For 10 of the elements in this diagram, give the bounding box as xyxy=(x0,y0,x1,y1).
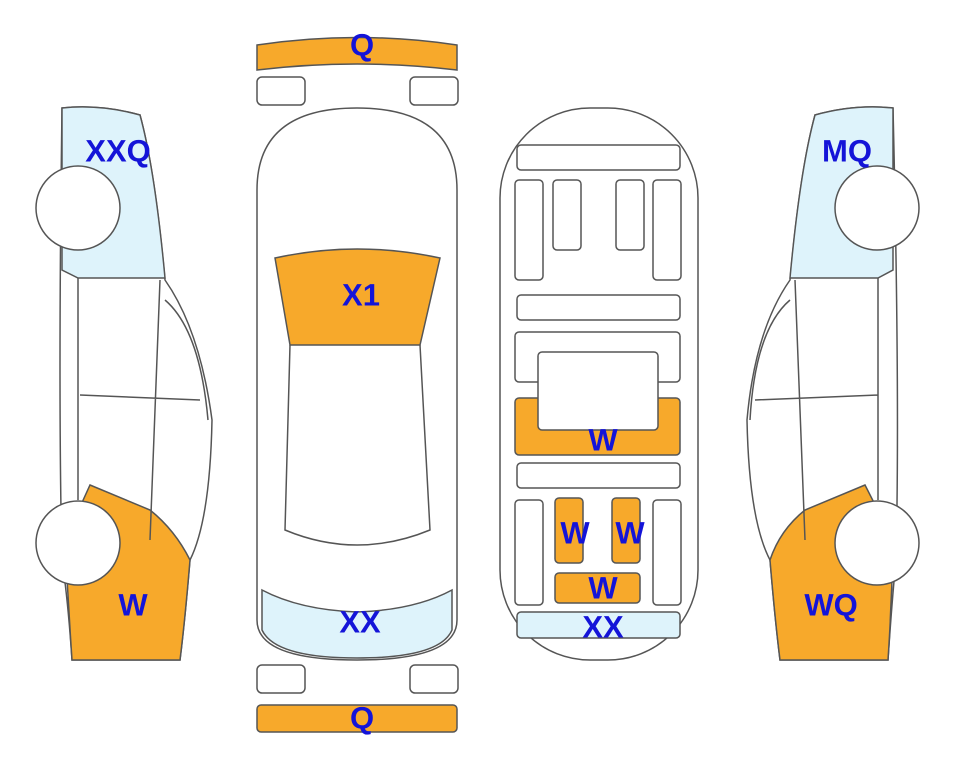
damage-code: W xyxy=(588,572,618,604)
damage-code: WQ xyxy=(804,590,858,620)
damage-code: W xyxy=(118,590,148,620)
damage-code: X1 xyxy=(342,280,380,310)
damage-code: XX xyxy=(339,606,381,638)
damage-code: Q xyxy=(350,30,374,60)
damage-code: W xyxy=(588,424,618,456)
damage-code: MQ xyxy=(822,136,872,166)
damage-code: Q xyxy=(350,702,374,734)
damage-code: XX xyxy=(582,612,624,642)
